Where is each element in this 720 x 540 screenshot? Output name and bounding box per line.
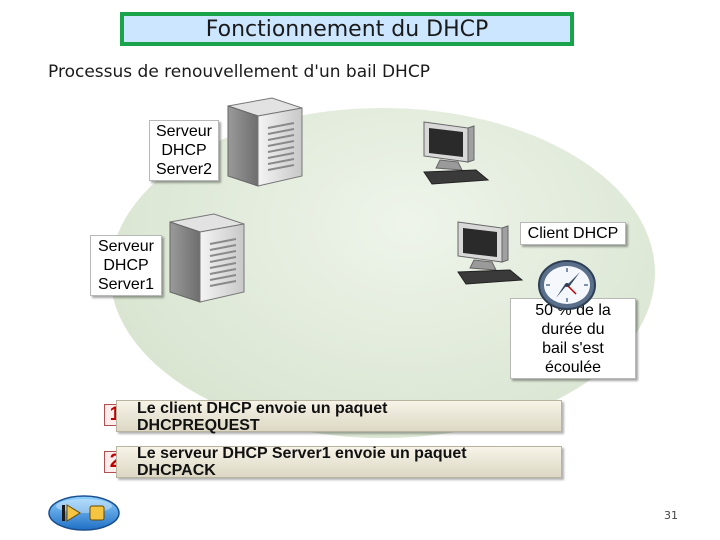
play-icon[interactable] (60, 502, 82, 524)
workstation-icon (457, 221, 524, 285)
server2-label: Serveur DHCP Server2 (149, 120, 219, 181)
lease-note: 50 % de la durée du bail s'est écoulée (510, 298, 636, 379)
server-icon (227, 97, 303, 187)
step-bar (116, 446, 562, 478)
step-text: Le serveur DHCP Server1 envoie un paquet… (137, 445, 467, 479)
playback-control[interactable] (48, 495, 120, 531)
stop-icon[interactable] (88, 504, 106, 522)
slide-title-box: Fonctionnement du DHCP (120, 12, 574, 46)
workstation-icon (423, 121, 490, 185)
clock-icon (538, 260, 596, 310)
server-icon (169, 213, 245, 303)
slide-title: Fonctionnement du DHCP (205, 16, 489, 42)
slide-subtitle: Processus de renouvellement d'un bail DH… (48, 62, 430, 82)
server1-label: Serveur DHCP Server1 (90, 235, 162, 296)
client-label: Client DHCP (520, 222, 626, 245)
step-bar (116, 400, 562, 432)
step-text: Le client DHCP envoie un paquet DHCPREQU… (137, 400, 388, 434)
page-number: 31 (664, 509, 678, 522)
